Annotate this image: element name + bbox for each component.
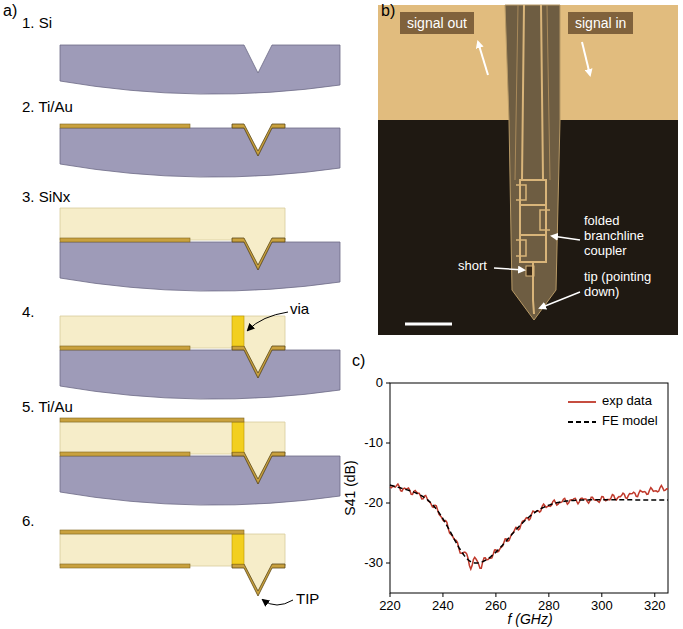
axis-tick: 300 bbox=[591, 599, 613, 614]
signal-tag: signal out bbox=[400, 12, 474, 34]
step-label: 2. Ti/Au bbox=[22, 98, 73, 115]
leader-arrow bbox=[248, 312, 288, 330]
process-step bbox=[60, 208, 340, 291]
legend-line-sample bbox=[568, 417, 596, 427]
probe-micrograph bbox=[378, 5, 678, 335]
axis-tick: 220 bbox=[379, 599, 401, 614]
legend-text: FE model bbox=[602, 414, 658, 429]
part-label: via bbox=[290, 300, 309, 317]
part-label: TIP bbox=[296, 590, 319, 607]
step-label: 3. SiNx bbox=[22, 188, 70, 205]
process-step bbox=[60, 530, 285, 596]
panel-letter: a) bbox=[3, 2, 17, 20]
process-step bbox=[60, 45, 340, 94]
part-label: tip (pointing down) bbox=[584, 270, 678, 300]
step-label: 5. Ti/Au bbox=[22, 398, 73, 415]
part-label: short bbox=[458, 259, 487, 274]
s41-chart bbox=[386, 383, 668, 597]
leader-arrow bbox=[263, 600, 293, 605]
signal-name: signal out bbox=[407, 15, 467, 31]
legend-text: exp data bbox=[602, 394, 652, 409]
axis-tick: -20 bbox=[364, 496, 383, 511]
panel-letter: c) bbox=[352, 352, 365, 370]
axis-tick: 260 bbox=[485, 599, 507, 614]
step-label: 6. bbox=[22, 512, 35, 529]
axis-tick: -10 bbox=[364, 436, 383, 451]
step-label: 4. bbox=[22, 303, 35, 320]
signal-tag: signal in bbox=[568, 12, 633, 34]
part-label: folded branchline coupler bbox=[584, 214, 676, 259]
process-step bbox=[60, 124, 340, 177]
step-label: 1. Si bbox=[22, 14, 52, 31]
axis-tick: 240 bbox=[432, 599, 454, 614]
signal-name: signal in bbox=[575, 15, 626, 31]
process-step bbox=[60, 316, 340, 399]
axis-title: f (GHz) bbox=[507, 611, 552, 627]
axis-tick: 0 bbox=[376, 376, 383, 391]
axis-tick: 320 bbox=[644, 599, 666, 614]
panel-letter: b) bbox=[381, 2, 395, 20]
axis-title: S41 (dB) bbox=[342, 460, 358, 515]
scale-bar bbox=[405, 323, 452, 326]
axis-tick: -30 bbox=[364, 556, 383, 571]
legend-line-sample bbox=[568, 397, 596, 407]
process-step bbox=[60, 418, 340, 505]
